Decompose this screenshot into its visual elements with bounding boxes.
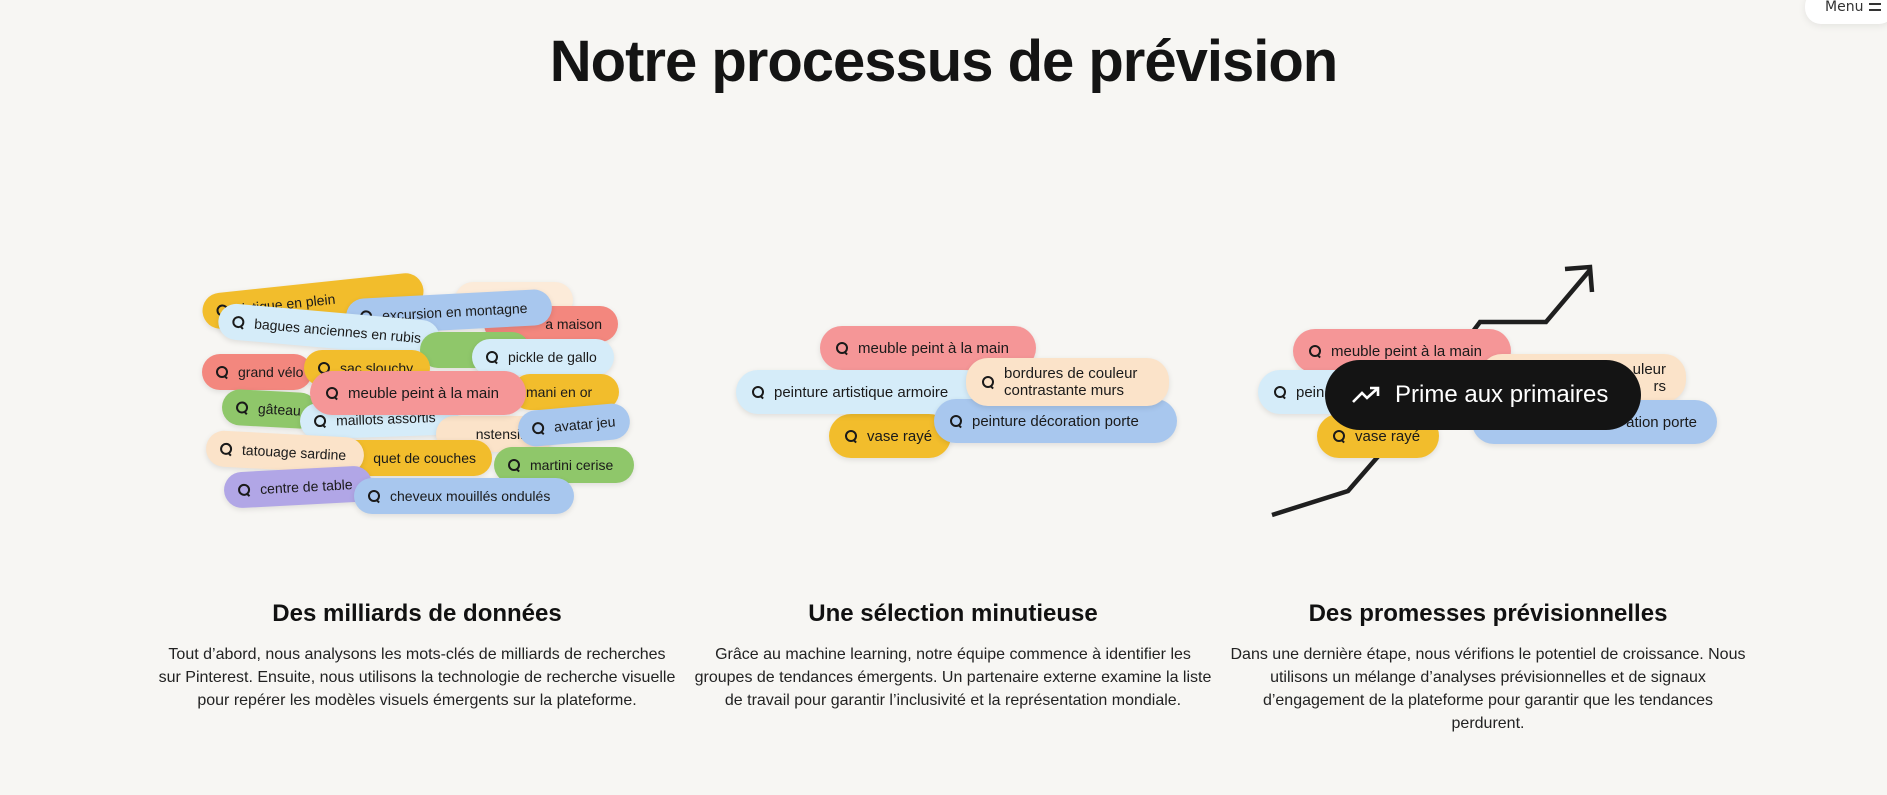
search-icon	[486, 351, 498, 363]
badge-label: Prime aux primaires	[1395, 381, 1609, 408]
search-icon	[220, 443, 233, 456]
search-pill: vase rayé	[829, 414, 951, 458]
search-icon	[752, 386, 764, 398]
search-icon	[982, 376, 994, 388]
search-icon	[950, 415, 962, 427]
search-icon	[1274, 386, 1286, 398]
search-pill: meuble peint à la main	[310, 371, 526, 415]
menu-label: Menu	[1825, 0, 1864, 15]
column-text: Dans une dernière étape, nous vérifions …	[1230, 646, 1746, 732]
search-icon	[236, 401, 249, 414]
search-pill: pickle de gallo	[472, 339, 614, 375]
search-icon	[326, 387, 338, 399]
search-pill: bordures de couleur contrastante murs	[966, 358, 1169, 406]
column-title: Des milliards de données	[272, 600, 562, 627]
search-icon	[1309, 345, 1321, 357]
search-icon	[845, 430, 857, 442]
search-pill: martini cerise	[494, 447, 634, 483]
search-icon	[508, 459, 520, 471]
search-pill: peinture artistique armoire	[736, 370, 984, 414]
hamburger-icon	[1869, 3, 1882, 11]
search-pill: cheveux mouillés ondulés	[354, 478, 574, 514]
search-icon	[836, 342, 848, 354]
column-text: Grâce au machine learning, notre équipe …	[694, 646, 1212, 709]
column-text: Tout d’abord, nous analysons les mots-cl…	[158, 646, 676, 709]
search-icon	[314, 415, 326, 427]
search-pill: centre de table	[223, 465, 373, 509]
column-title: Des promesses prévisionnelles	[1308, 600, 1668, 627]
prime-aux-primaires-badge: Prime aux primaires	[1325, 360, 1641, 430]
trend-up-icon	[1352, 386, 1380, 403]
search-icon	[532, 422, 545, 435]
menu-button[interactable]: Menu	[1805, 0, 1887, 24]
search-icon	[238, 484, 251, 497]
search-icon	[232, 316, 245, 329]
curated-selection-illustration: meuble peint à la main vase rayé peintur…	[0, 0, 1177, 458]
search-icon	[368, 490, 380, 502]
search-pill: grand vélo	[202, 354, 312, 390]
column-title: Une sélection minutieuse	[808, 600, 1098, 627]
search-cloud-illustration: tistique en plein al a maison excursion …	[0, 0, 634, 514]
search-pill: peinture décoration porte	[934, 399, 1177, 443]
search-icon	[216, 366, 228, 378]
search-icon	[1333, 430, 1345, 442]
page-title: Notre processus de prévision	[549, 29, 1338, 94]
forecast-illustration: meuble peint à la main pein uleur rs vas…	[0, 0, 1717, 518]
